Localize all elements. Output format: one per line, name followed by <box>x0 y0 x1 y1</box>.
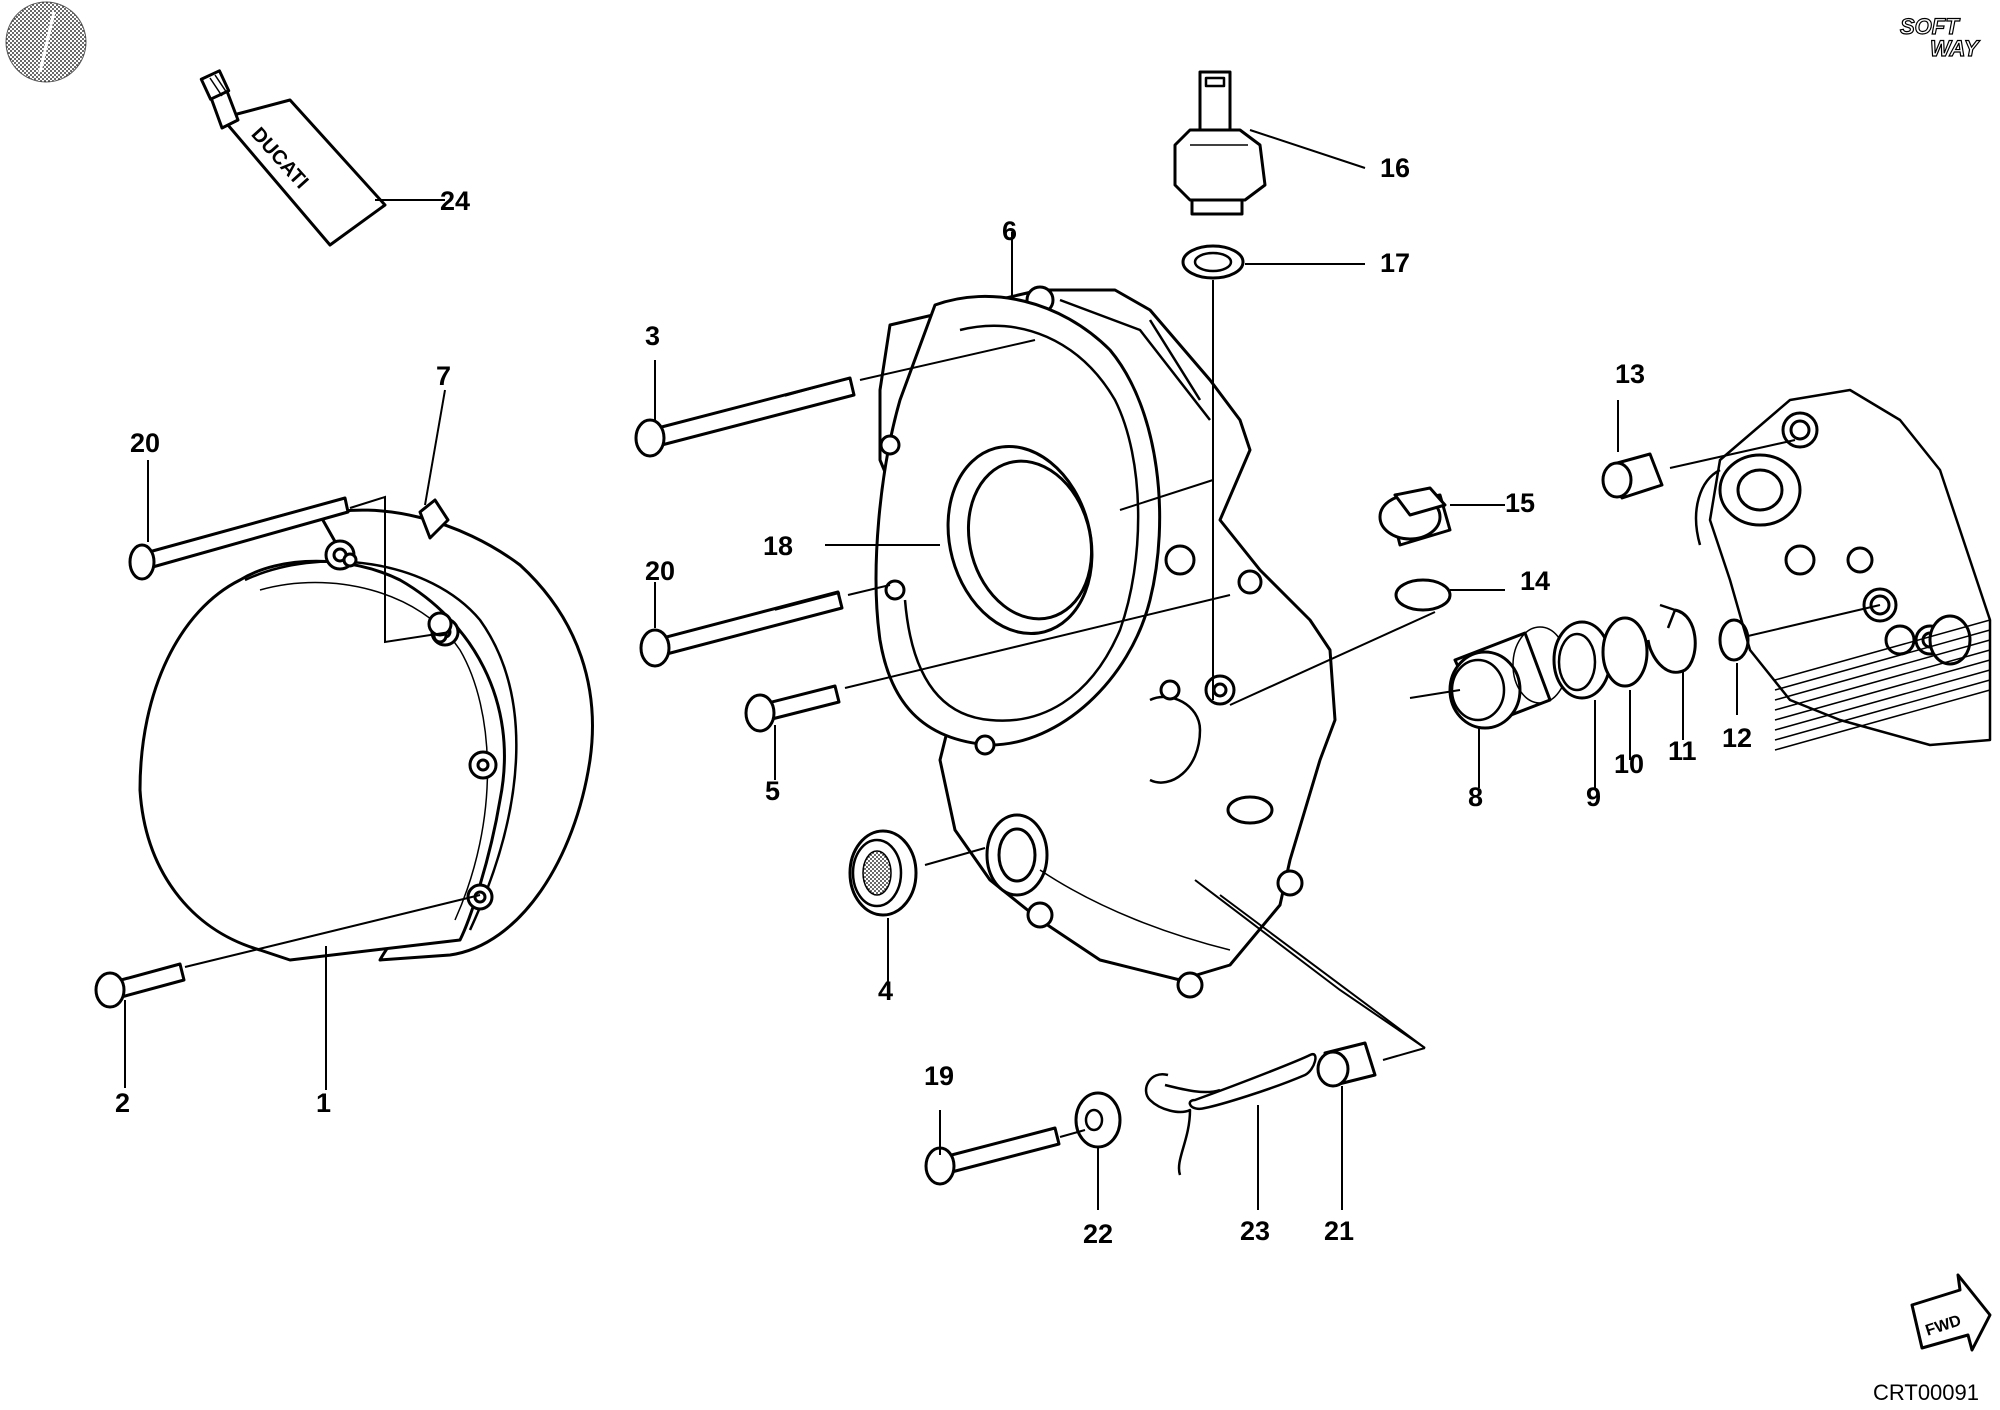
bolt-3 <box>634 376 856 458</box>
callout-16: 16 <box>1380 153 1410 183</box>
o-ring-14-part <box>1394 578 1452 612</box>
callout-9: 9 <box>1586 782 1601 812</box>
callout-20-top: 20 <box>130 428 160 458</box>
bushing-8-part <box>1448 626 1568 730</box>
callout-4: 4 <box>878 976 893 1006</box>
callout-13: 13 <box>1615 359 1645 389</box>
bolt-19 <box>924 1126 1061 1186</box>
callout-1: 1 <box>316 1088 331 1118</box>
callout-23: 23 <box>1240 1216 1270 1246</box>
callout-19: 19 <box>924 1061 954 1091</box>
brand-disc-logo <box>5 1 87 83</box>
callout-18: 18 <box>763 531 793 561</box>
logo-text-soft: SOFT <box>1900 14 1960 39</box>
filler-plug-part <box>1378 486 1452 547</box>
callout-21: 21 <box>1324 1216 1354 1246</box>
washer-22-part <box>1074 1091 1122 1149</box>
callout-3: 3 <box>645 321 660 351</box>
callout-17: 17 <box>1380 248 1410 278</box>
forward-direction-arrow: FWD <box>1910 1273 1992 1352</box>
callout-11: 11 <box>1668 736 1697 766</box>
callout-15: 15 <box>1505 488 1535 518</box>
bolt-5 <box>744 684 841 733</box>
callout-14: 14 <box>1520 566 1550 596</box>
callout-24: 24 <box>440 186 470 216</box>
seal-9-part <box>1552 620 1612 700</box>
washer-17-part <box>1181 244 1245 280</box>
circlip-11-part <box>1646 603 1697 674</box>
oil-seal-part <box>848 829 918 917</box>
callout-20-middle: 20 <box>645 556 675 586</box>
washer-10-part <box>1601 616 1649 688</box>
bolt-20-middle <box>639 590 844 668</box>
logo-text-way: WAY <box>1930 36 1981 61</box>
temperature-sender-part <box>1173 70 1267 216</box>
clutch-cover-part <box>138 498 594 962</box>
grease-tube-part: DUCATI <box>199 69 387 247</box>
callout-10: 10 <box>1614 749 1644 779</box>
bolt-2 <box>94 962 186 1009</box>
wire-clip-23-part <box>1144 1052 1317 1176</box>
dowel-13-part <box>1601 452 1664 500</box>
bolt-20-top <box>128 496 350 581</box>
drawing-code: CRT00091 <box>1873 1380 1979 1405</box>
callout-12: 12 <box>1722 723 1752 753</box>
callout-7: 7 <box>436 361 451 391</box>
callout-8: 8 <box>1468 782 1483 812</box>
leader-lines <box>124 129 1881 1210</box>
callout-2: 2 <box>115 1088 130 1118</box>
softway-logo: SOFT WAY <box>1899 13 1981 61</box>
callout-labels: 1 2 3 4 5 6 7 8 9 10 11 12 13 14 15 16 1… <box>115 153 1752 1249</box>
callout-5: 5 <box>765 776 780 806</box>
callout-22: 22 <box>1083 1219 1113 1249</box>
flange-ring-part <box>874 294 1181 756</box>
engine-block-part <box>1694 388 1992 751</box>
callout-6: 6 <box>1002 216 1017 246</box>
spacer-21-part <box>1316 1041 1377 1088</box>
